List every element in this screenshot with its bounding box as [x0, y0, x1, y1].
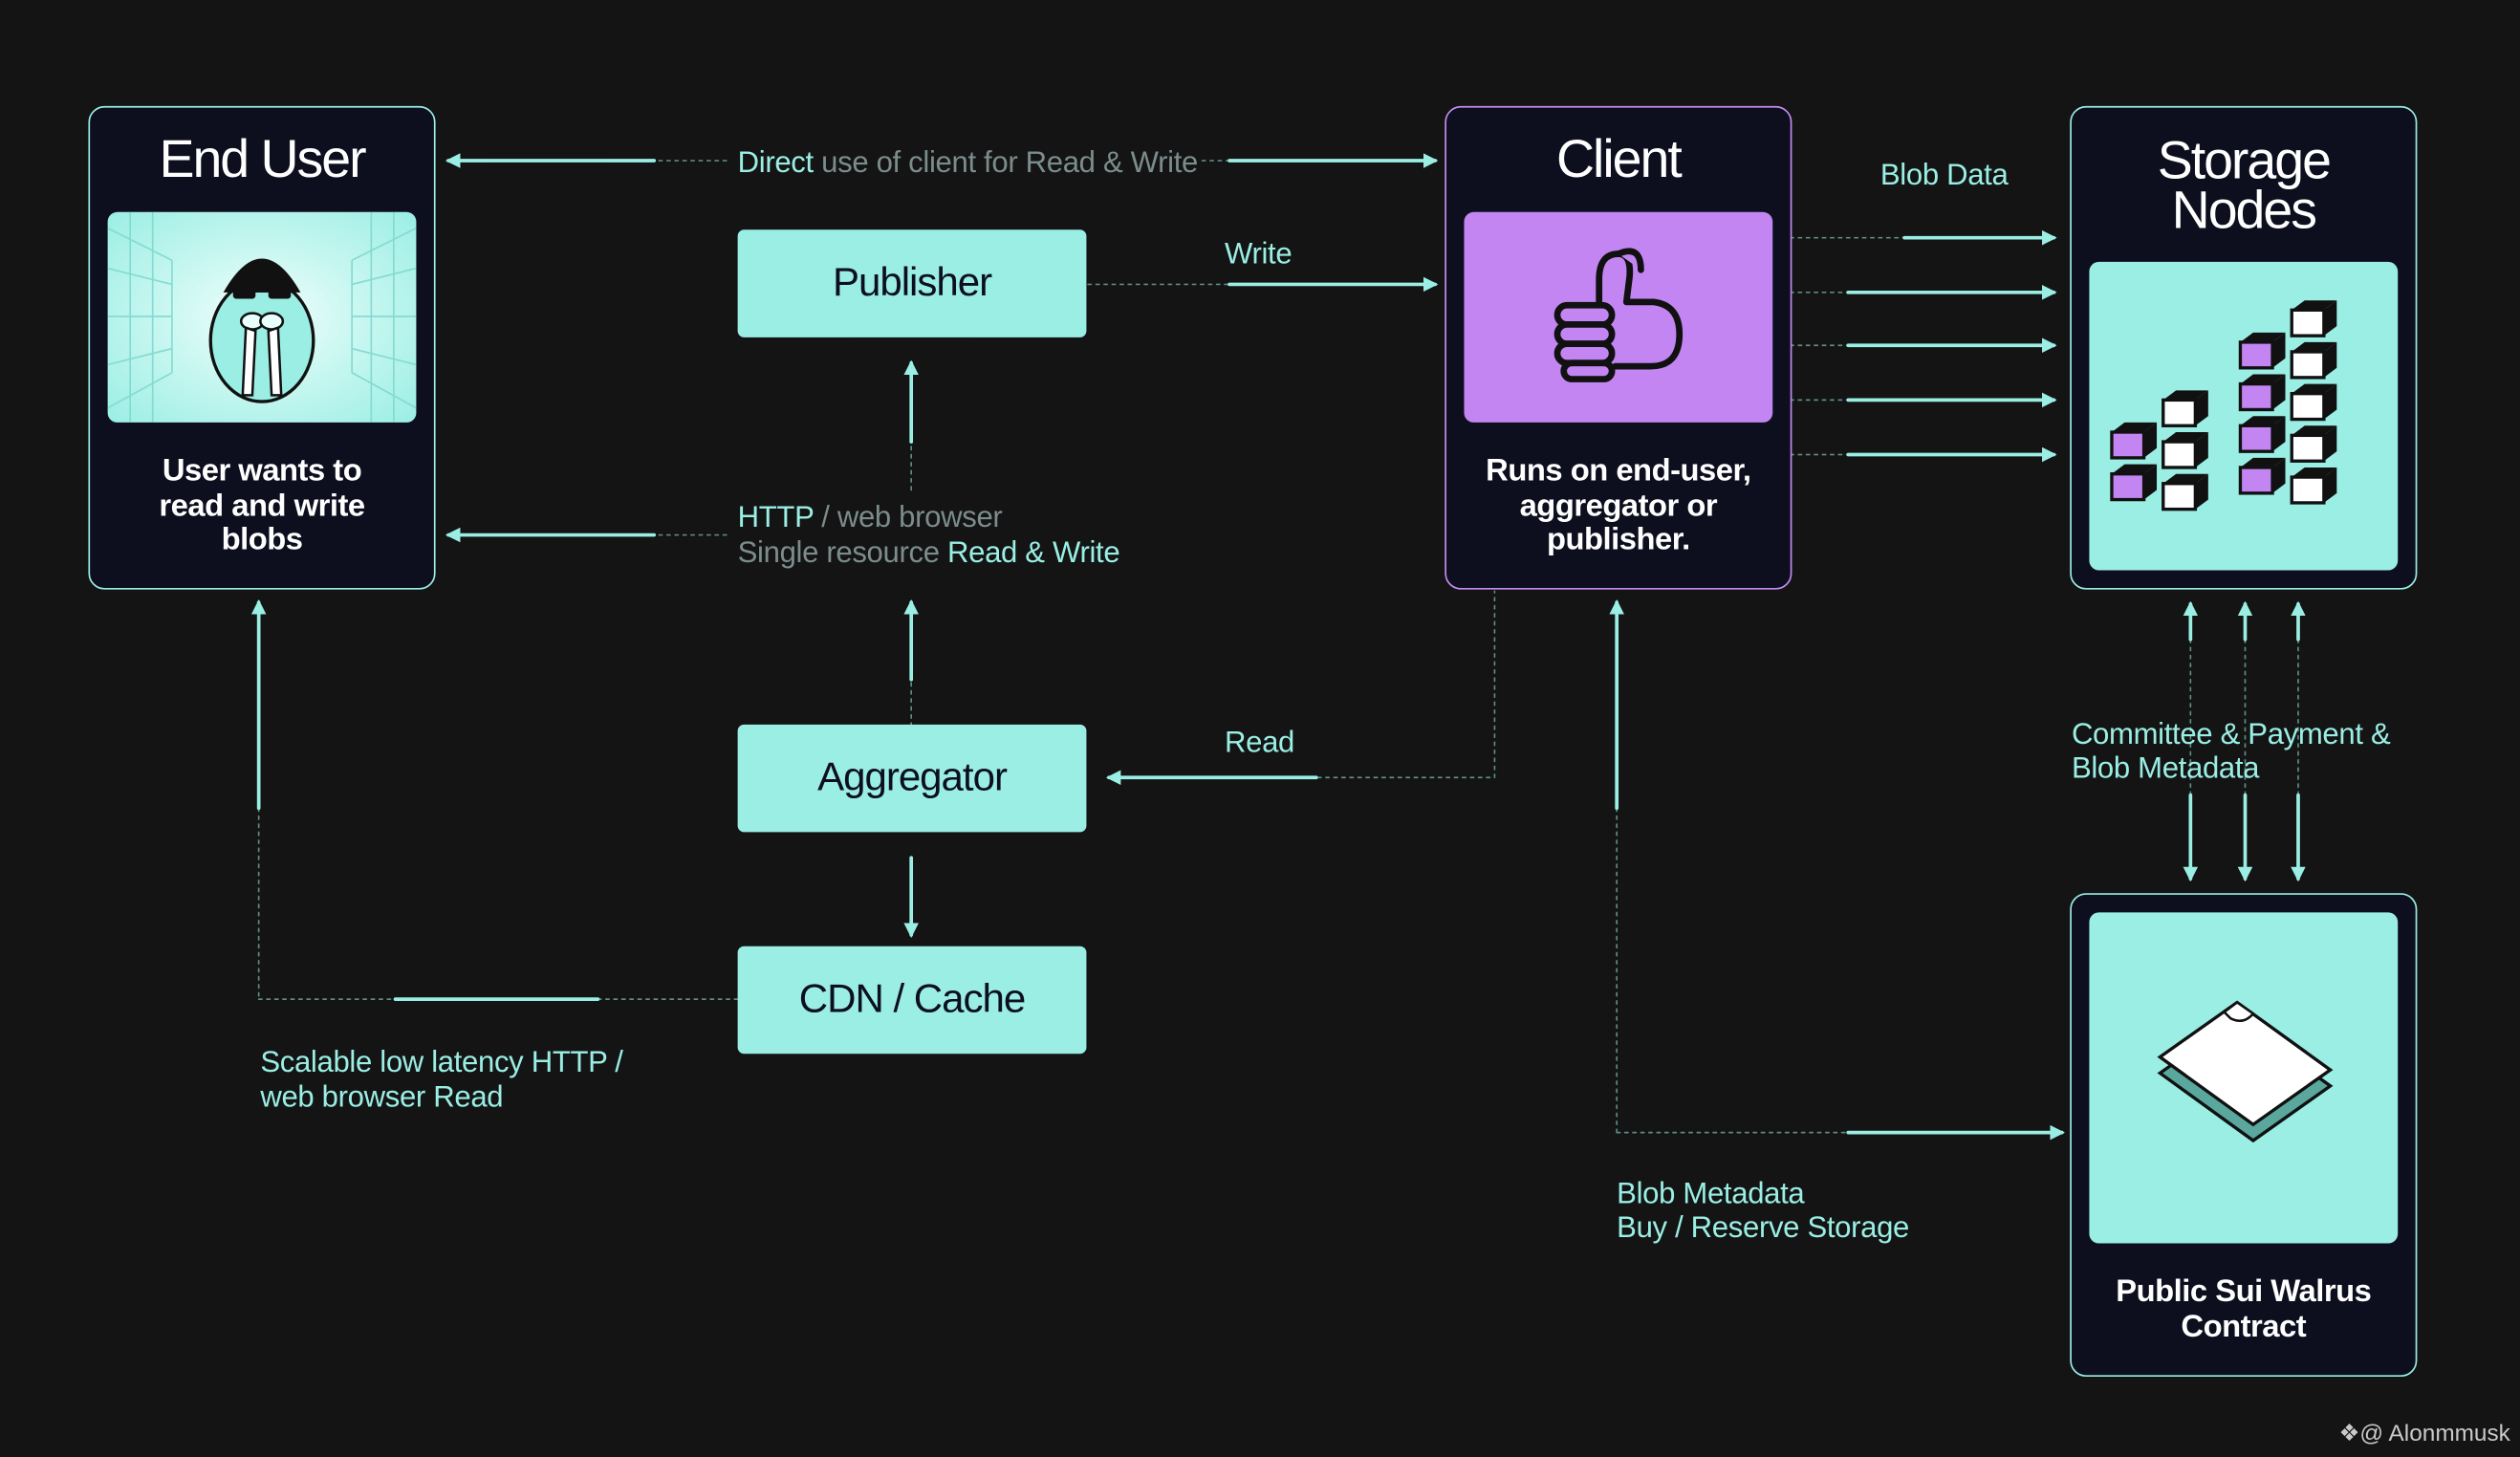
read-label: Read: [1224, 724, 1295, 759]
http-browser-label: HTTP / web browser: [737, 499, 1003, 533]
contract-card: Public Sui Walrus Contract: [2070, 893, 2418, 1378]
walrus-icon: [107, 211, 417, 423]
storage-nodes-card: Storage Nodes: [2070, 105, 2418, 590]
client-card: Client Runs on end-user, aggregator or p…: [1445, 105, 1792, 590]
publisher-node: Publisher: [737, 229, 1087, 337]
client-caption: Runs on end-user, aggregator or publishe…: [1486, 452, 1751, 558]
storage-blocks-icon: [2110, 298, 2339, 511]
client-title: Client: [1555, 128, 1683, 188]
watermark: ❖@ Alonmmusk: [2338, 1422, 2510, 1447]
contract-caption: Public Sui Walrus Contract: [2116, 1273, 2372, 1344]
scalable-read-label-line2: web browser Read: [260, 1079, 504, 1114]
scalable-read-label-line1: Scalable low latency HTTP /: [260, 1044, 623, 1078]
committee-label-line1: Committee & Payment &: [2071, 716, 2391, 750]
committee-label-line2: Blob Metadata: [2071, 750, 2260, 784]
diamond-icon: ❖: [2338, 1422, 2360, 1447]
blob-metadata-label-line2: Buy / Reserve Storage: [1617, 1209, 1910, 1244]
blob-data-label: Blob Data: [1879, 157, 2009, 191]
client-illustration: [1464, 211, 1773, 423]
write-label: Write: [1224, 236, 1293, 271]
end-user-title: End User: [159, 128, 366, 188]
single-resource-label: Single resource Read & Write: [737, 534, 1120, 569]
blob-metadata-label-line1: Blob Metadata: [1617, 1175, 1805, 1210]
end-user-illustration: [107, 211, 417, 423]
thumbs-up-icon: [1553, 248, 1684, 382]
aggregator-node: Aggregator: [737, 724, 1087, 833]
direct-use-label: Direct use of client for Read & Write: [737, 144, 1199, 179]
contract-illustration: [2089, 912, 2399, 1244]
storage-illustration: [2089, 261, 2399, 571]
document-stack-icon: [2157, 1000, 2334, 1143]
cdn-cache-node: CDN / Cache: [737, 946, 1087, 1055]
end-user-caption: User wants to read and write blobs: [159, 452, 365, 558]
end-user-card: End User User wants to read a: [88, 105, 436, 590]
storage-nodes-title: Storage Nodes: [2157, 130, 2332, 240]
